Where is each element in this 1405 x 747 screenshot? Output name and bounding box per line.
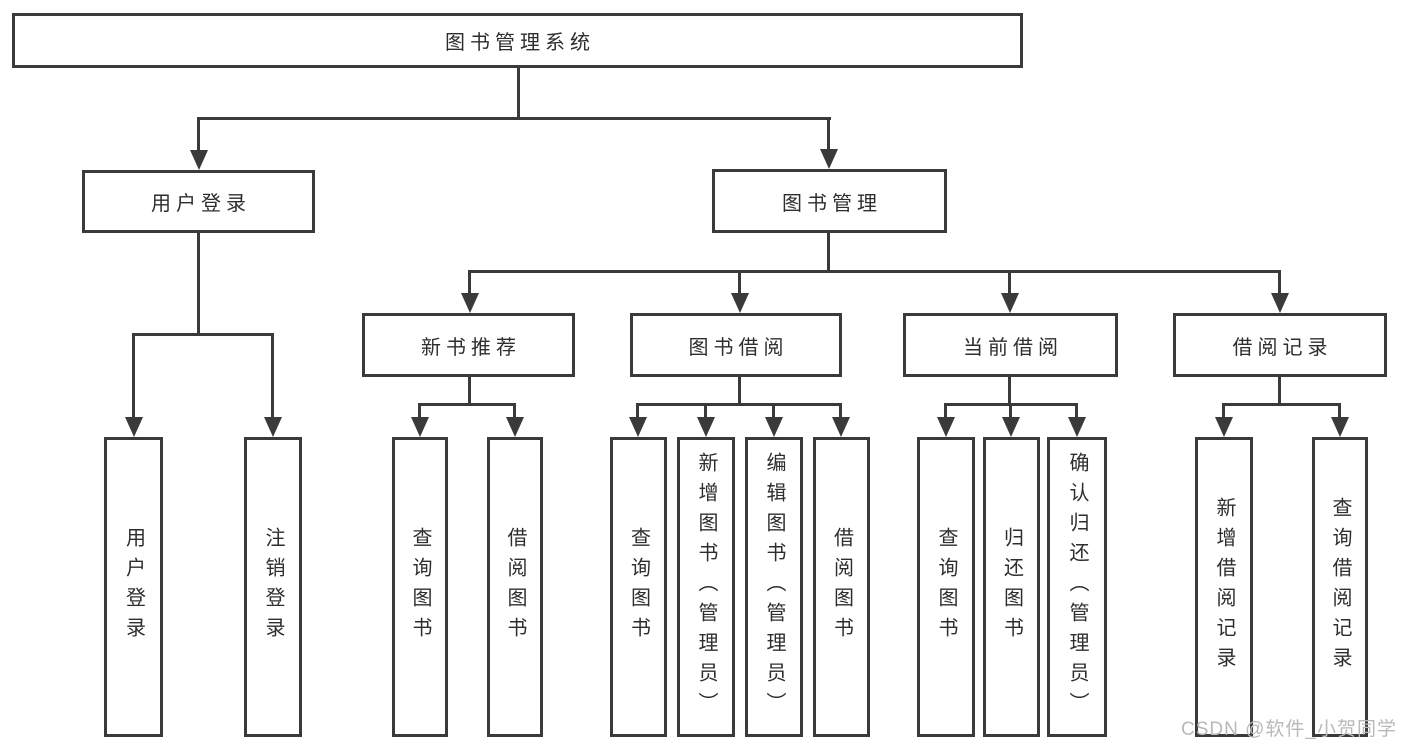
leaf-current-confirm-return-admin: 确认归还（管理员） (1047, 437, 1107, 737)
arrow-down-icon (1002, 417, 1020, 437)
arrow-down-icon (697, 417, 715, 437)
leaf-label: 查询借阅记录 (1329, 497, 1351, 677)
connector-line (738, 270, 741, 295)
node-book-borrowing-label: 图书借阅 (688, 336, 789, 359)
node-new-book-recommend: 新书推荐 (362, 313, 575, 377)
arrow-down-icon (264, 417, 282, 437)
arrow-down-icon (506, 417, 524, 437)
arrow-down-icon (190, 150, 208, 170)
connector-line (271, 333, 274, 419)
node-borrowing-records-label: 借阅记录 (1232, 336, 1333, 359)
arrow-down-icon (765, 417, 783, 437)
connector-line (1008, 270, 1011, 295)
arrow-down-icon (731, 293, 749, 313)
leaf-label: 新增图书（管理员） (695, 452, 717, 722)
connector-line (636, 403, 842, 406)
connector-line (704, 403, 707, 419)
leaf-login-user-login: 用户登录 (104, 437, 163, 737)
arrow-down-icon (1215, 417, 1233, 437)
node-root-label: 图书管理系统 (445, 32, 595, 54)
arrow-down-icon (1068, 417, 1086, 437)
connector-line (1009, 403, 1012, 419)
node-root: 图书管理系统 (12, 13, 1023, 68)
connector-line (468, 377, 471, 405)
arrow-down-icon (1331, 417, 1349, 437)
leaf-label: 编辑图书（管理员） (763, 452, 785, 722)
arrow-down-icon (832, 417, 850, 437)
node-user-login: 用户登录 (82, 170, 315, 233)
leaf-label: 用户登录 (122, 527, 145, 647)
connector-line (827, 233, 830, 272)
node-borrowing-records: 借阅记录 (1173, 313, 1387, 377)
connector-line (636, 403, 639, 419)
watermark: CSDN @软件_小贺同学 (1181, 719, 1397, 740)
leaf-label: 借阅图书 (830, 527, 853, 647)
leaf-label: 查询图书 (409, 527, 431, 647)
leaf-login-logout: 注销登录 (244, 437, 302, 737)
arrow-down-icon (820, 149, 838, 169)
connector-line (1278, 270, 1281, 295)
connector-line (944, 403, 947, 419)
node-book-management-label: 图书管理 (782, 192, 882, 215)
connector-line (418, 403, 421, 419)
connector-line (1075, 403, 1078, 419)
leaf-recommend-query-books: 查询图书 (392, 437, 448, 737)
leaf-label: 查询图书 (935, 527, 957, 647)
leaf-records-query-borrow-record: 查询借阅记录 (1312, 437, 1368, 737)
arrow-down-icon (937, 417, 955, 437)
arrow-down-icon (1001, 293, 1019, 313)
connector-line (197, 233, 200, 335)
leaf-borrowing-borrow-books: 借阅图书 (813, 437, 870, 737)
connector-line (827, 117, 830, 151)
node-book-borrowing: 图书借阅 (630, 313, 842, 377)
leaf-recommend-borrow-books: 借阅图书 (487, 437, 543, 737)
leaf-borrowing-edit-books-admin: 编辑图书（管理员） (745, 437, 803, 737)
leaf-current-return-books: 归还图书 (983, 437, 1040, 737)
connector-line (132, 333, 274, 336)
connector-line (517, 68, 520, 119)
node-user-login-label: 用户登录 (151, 193, 251, 215)
connector-line (197, 117, 200, 152)
connector-line (1278, 377, 1281, 405)
connector-line (1222, 403, 1341, 406)
connector-line (132, 333, 135, 419)
leaf-label: 归还图书 (1000, 527, 1023, 647)
connector-line (468, 270, 471, 295)
leaf-current-query-books: 查询图书 (917, 437, 975, 737)
connector-line (738, 377, 741, 405)
connector-line (839, 403, 842, 419)
connector-line (772, 403, 775, 419)
leaf-label: 注销登录 (262, 527, 284, 647)
arrow-down-icon (411, 417, 429, 437)
connector-line (468, 270, 1281, 273)
connector-line (197, 117, 831, 120)
connector-line (1008, 377, 1011, 405)
connector-line (513, 403, 516, 419)
node-current-borrowing-label: 当前借阅 (963, 336, 1063, 359)
node-new-book-recommend-label: 新书推荐 (421, 336, 521, 359)
node-book-management: 图书管理 (712, 169, 947, 233)
leaf-borrowing-add-books-admin: 新增图书（管理员） (677, 437, 735, 737)
arrow-down-icon (629, 417, 647, 437)
leaf-label: 新增借阅记录 (1213, 497, 1235, 677)
leaf-label: 确认归还（管理员） (1066, 452, 1088, 722)
leaf-label: 借阅图书 (504, 527, 526, 647)
node-current-borrowing: 当前借阅 (903, 313, 1118, 377)
connector-line (418, 403, 516, 406)
leaf-label: 查询图书 (627, 527, 650, 647)
connector-line (1338, 403, 1341, 419)
leaf-records-add-borrow-record: 新增借阅记录 (1195, 437, 1253, 737)
connector-line (1222, 403, 1225, 419)
leaf-borrowing-query-books: 查询图书 (610, 437, 667, 737)
arrow-down-icon (461, 293, 479, 313)
arrow-down-icon (1271, 293, 1289, 313)
arrow-down-icon (125, 417, 143, 437)
